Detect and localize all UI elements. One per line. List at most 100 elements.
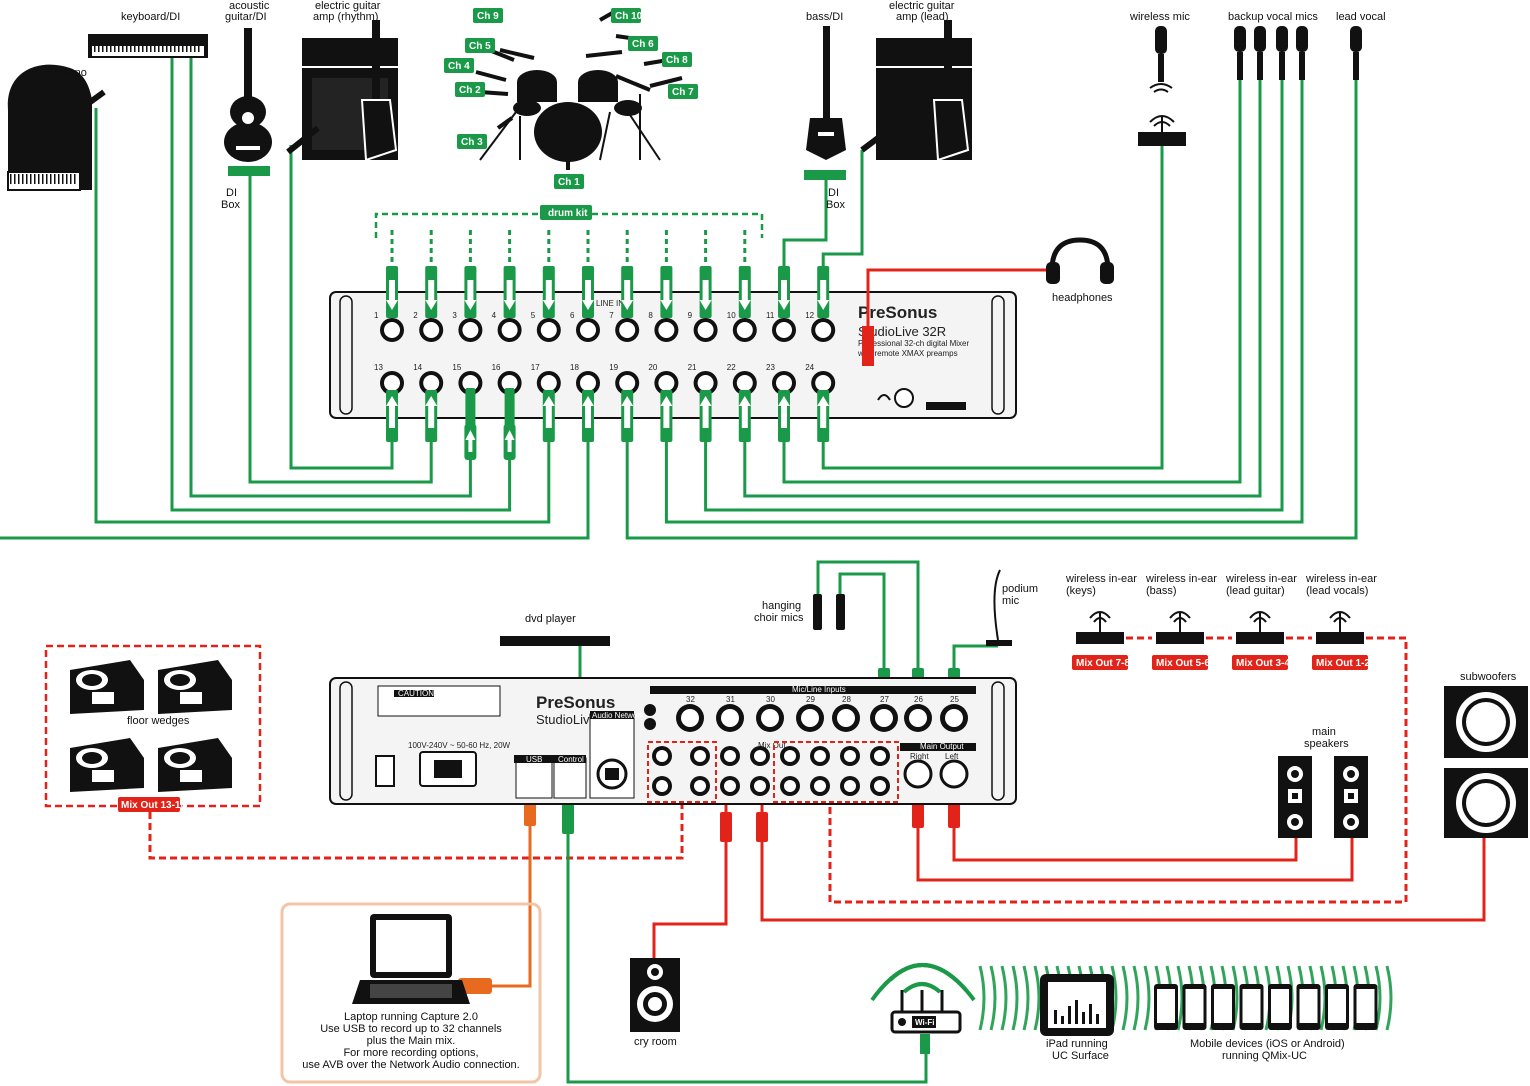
keyboard-key xyxy=(150,46,152,52)
piano-key xyxy=(42,174,44,184)
wifi-wave xyxy=(1022,965,1030,1031)
signal-arrow-up xyxy=(817,396,830,428)
laptop-caption: Use USB to record up to 32 channels xyxy=(320,1023,502,1035)
xlr-number: 27 xyxy=(880,695,889,704)
wedge-port xyxy=(180,692,202,704)
in-ear-label: wireless in-ear xyxy=(1305,573,1377,585)
drum-channel-tag xyxy=(611,8,641,23)
input-jack-bottom-inner xyxy=(697,375,714,391)
wifi-wave xyxy=(1143,965,1151,1031)
keyboard-key xyxy=(134,46,136,52)
backup-cable-2 xyxy=(743,80,1262,498)
keyboard-key xyxy=(106,46,108,52)
keyboard-key xyxy=(190,46,192,52)
piano-key xyxy=(46,174,48,184)
podium-cable xyxy=(952,644,998,680)
hanging-choir-mics-icon xyxy=(813,594,845,630)
drum-channel-tag xyxy=(465,38,495,53)
drum-channel-tag xyxy=(473,8,503,23)
signal-arrow-up xyxy=(778,396,790,428)
floor-wedge-cable xyxy=(148,802,684,860)
mix-out-jack-inner xyxy=(844,750,856,762)
laptop-caption: For more recording options, xyxy=(343,1047,478,1059)
mix-out-bank-2 xyxy=(773,741,899,803)
mobile-screen xyxy=(1356,989,1375,1023)
lead-vocal-label: lead vocal xyxy=(1336,11,1386,23)
input-jack-number: 15 xyxy=(452,363,461,372)
input-jack-bottom-inner xyxy=(462,375,479,391)
input-jack-number: 21 xyxy=(688,363,697,372)
mobile-screen xyxy=(1299,989,1318,1023)
wedge-driver-inner xyxy=(170,674,190,686)
lead-guitar-cable xyxy=(821,150,864,266)
in-ear-label: wireless in-ear xyxy=(1145,573,1217,585)
backup-cable-3 xyxy=(704,80,1284,512)
input-jack-number: 6 xyxy=(570,311,575,320)
input-jack-top-inner xyxy=(736,322,753,338)
piano-key xyxy=(10,174,12,184)
input-jack-number: 19 xyxy=(609,363,618,372)
egl-label-2: amp (lead) xyxy=(896,11,949,23)
guitar-amp-lead-icon xyxy=(860,20,972,162)
input-jack-number: 9 xyxy=(688,311,693,320)
input-jack-top-inner xyxy=(540,322,557,338)
input-jack-number: 13 xyxy=(374,363,383,372)
keyboard-key xyxy=(102,46,104,52)
wedge-port xyxy=(180,770,202,782)
drum-channel-tag-text: Ch 6 xyxy=(632,39,654,50)
lead-vocal-mic-icon xyxy=(1350,26,1362,80)
keyboard-key xyxy=(198,46,200,52)
wifi-wave xyxy=(1385,965,1393,1031)
ipad-fader xyxy=(1061,1016,1064,1024)
mix-out-jack-inner xyxy=(656,750,668,762)
mix-out-jack-inner xyxy=(874,780,886,792)
backup-mic-body xyxy=(1237,52,1243,80)
piano-cable xyxy=(94,108,551,524)
signal-arrow-up xyxy=(699,396,712,428)
wireless-mic-cable xyxy=(821,146,1164,470)
keyboard-key xyxy=(186,46,188,52)
input-jack-number: 24 xyxy=(805,363,814,372)
front-brand: PreSonus xyxy=(858,303,937,322)
signal-arrow-up xyxy=(465,430,476,452)
rear-brand: PreSonus xyxy=(536,693,615,712)
rear-caution: CAUTION xyxy=(398,689,434,698)
control-cable xyxy=(566,790,928,1084)
in-ear-receiver xyxy=(1316,632,1364,644)
signal-arrow-up xyxy=(386,396,398,428)
piano-key xyxy=(54,174,56,184)
piano-key xyxy=(74,174,76,184)
ipad-fader xyxy=(1075,1000,1078,1024)
piano-key xyxy=(66,174,68,184)
mix-out-tag xyxy=(1072,655,1128,670)
xlr-input-inner xyxy=(681,709,699,727)
mix-out-jack-inner xyxy=(844,780,856,792)
sub-plug xyxy=(756,812,768,842)
laptop-box xyxy=(280,902,542,1084)
input-jack-top-inner xyxy=(658,322,675,338)
podium-label-2: mic xyxy=(1002,595,1020,607)
input-jack-number: 8 xyxy=(648,311,653,320)
acoustic-cable xyxy=(248,176,433,484)
mix-out-tag-text: Mix Out 5-6 xyxy=(1156,658,1210,669)
drum-channel-tag-text: Ch 5 xyxy=(469,41,491,52)
piano-key xyxy=(22,174,24,184)
keyboard-key xyxy=(154,46,156,52)
laptop-caption: Laptop running Capture 2.0 xyxy=(344,1011,478,1023)
input-jack-number: 20 xyxy=(648,363,657,372)
input-jack-number: 7 xyxy=(609,311,614,320)
input-jack-number: 17 xyxy=(531,363,540,372)
input-jack-number: 1 xyxy=(374,311,379,320)
wifi-wave xyxy=(1319,965,1327,1031)
drum-channel-tag xyxy=(628,36,658,51)
input-jack-number: 18 xyxy=(570,363,579,372)
top-cable-runs xyxy=(0,58,1358,540)
di-box-label-1: DI xyxy=(226,187,237,199)
mix-out-jack-inner xyxy=(754,750,766,762)
in-ear-cable xyxy=(828,636,1408,904)
keyboard-key xyxy=(98,46,100,52)
choir-cable-2 xyxy=(838,572,886,680)
subwoofers-icon xyxy=(1444,686,1528,838)
xlr-number: 30 xyxy=(766,695,775,704)
subwoofers-label: subwoofers xyxy=(1460,671,1517,683)
